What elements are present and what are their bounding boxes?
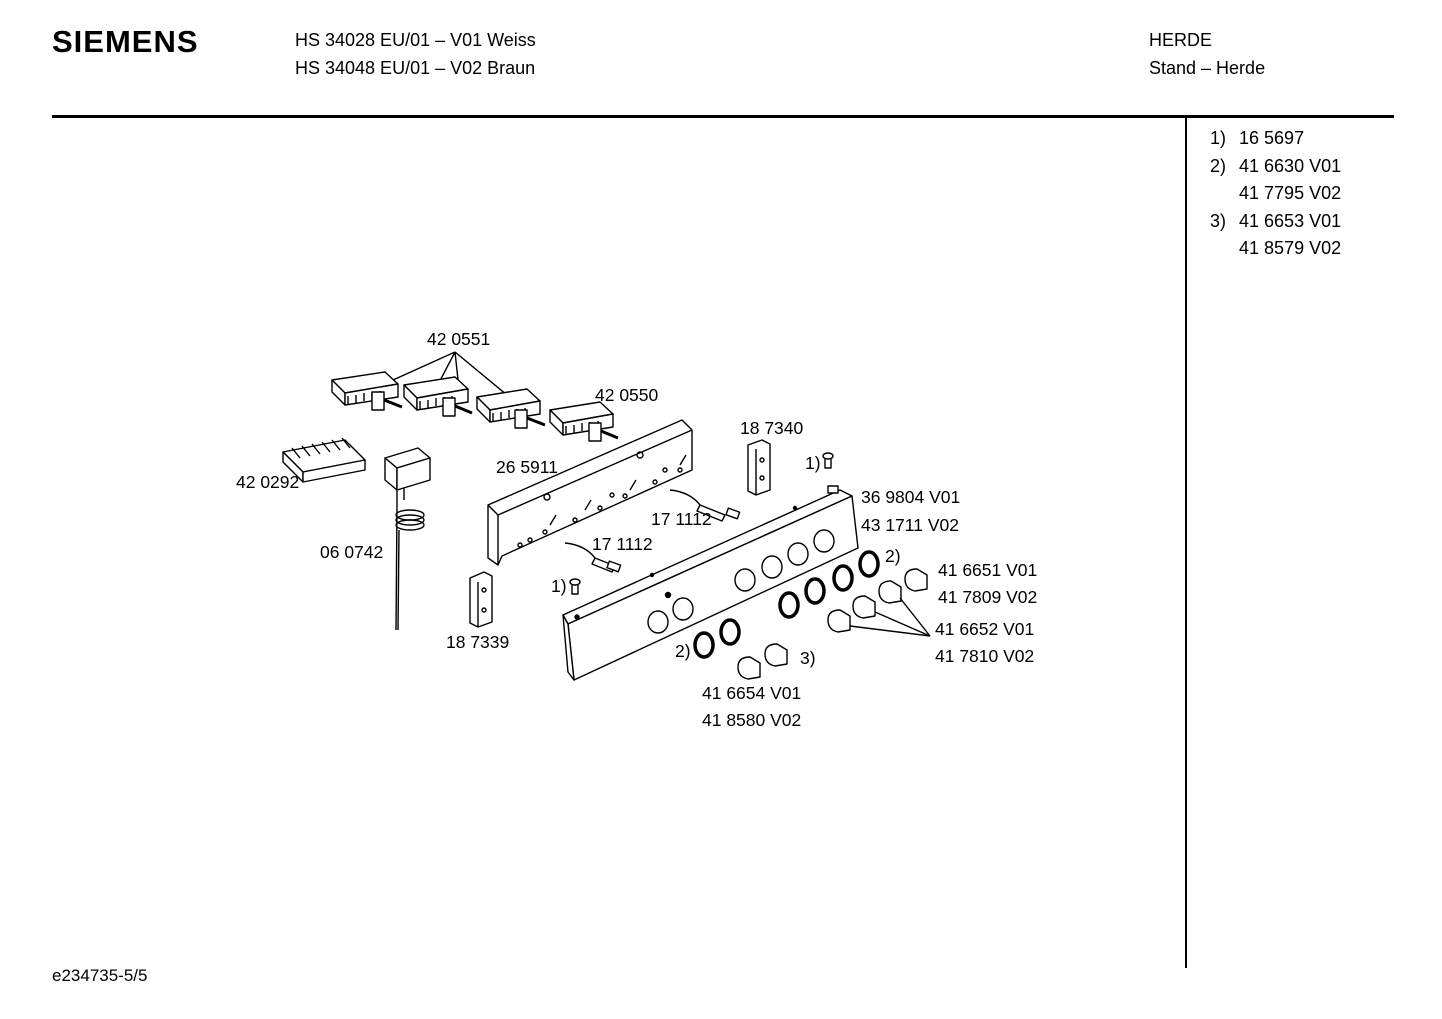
note-part: 41 6653 V01 — [1239, 210, 1342, 231]
part-label: 17 1112 — [592, 534, 653, 554]
part-label: 42 0550 — [595, 385, 659, 405]
screw-icon — [822, 452, 834, 469]
note-item: 41 7795 V02 — [1210, 180, 1341, 208]
model-line: HS 34048 EU/01 – V02 Braun — [295, 58, 536, 78]
selector-switch — [403, 376, 473, 417]
note-num: 1) — [1210, 128, 1227, 148]
footnote-ref: 3) — [800, 648, 816, 668]
note-item: 2) 41 6630 V01 — [1210, 153, 1341, 181]
selector-switch — [549, 401, 619, 442]
part-label: 42 0292 — [236, 472, 300, 492]
indicator-lamp — [564, 542, 622, 573]
category-block: HERDE Stand – Herde — [1149, 26, 1265, 82]
footnote-ref: 2) — [885, 546, 901, 566]
terminal-block — [282, 437, 366, 483]
footnote-ref: 2) — [675, 641, 691, 661]
note-num: 2) — [1210, 155, 1227, 176]
leader-lines-416652 — [849, 597, 931, 637]
notes-divider — [1185, 118, 1187, 968]
thermostat — [384, 447, 431, 631]
footnote-ref: 1) — [805, 453, 821, 473]
part-label: 18 7339 — [446, 632, 510, 652]
knob-ring — [693, 550, 880, 659]
screw-icon — [569, 578, 581, 595]
model-list: HS 34028 EU/01 – V01 Weiss HS 34048 EU/0… — [295, 26, 536, 82]
note-part: 41 6630 V01 — [1239, 155, 1342, 176]
note-item: 3) 41 6653 V01 — [1210, 208, 1341, 236]
note-item: 1) 16 5697 — [1210, 125, 1341, 153]
part-label: 41 6654 V01 — [702, 683, 802, 703]
part-label: 41 7809 V02 — [938, 587, 1038, 607]
part-label: 41 6651 V01 — [938, 560, 1038, 580]
note-part: 41 8579 V02 — [1239, 238, 1342, 258]
part-label: 17 1112 — [651, 509, 712, 529]
part-label: 26 5911 — [496, 457, 558, 477]
control-panel-fascia — [562, 485, 859, 681]
part-label: 41 8580 V02 — [702, 710, 802, 730]
indicator-lamp — [669, 489, 741, 522]
part-label: 36 9804 V01 — [861, 487, 961, 507]
part-label: 06 0742 — [320, 542, 384, 562]
note-part: 16 5697 — [1239, 128, 1305, 148]
header-divider — [52, 115, 1394, 118]
control-knob — [737, 643, 788, 680]
selector-switch — [476, 388, 546, 429]
model-line: HS 34028 EU/01 – V01 Weiss — [295, 30, 536, 50]
bracket-right — [747, 439, 771, 496]
document-id: e234735-5/5 — [52, 966, 148, 985]
notes-panel: 1) 16 5697 2) 41 6630 V01 41 7795 V02 3)… — [1210, 125, 1341, 263]
part-label: 18 7340 — [740, 418, 804, 438]
bracket-left — [469, 571, 493, 628]
subcategory: Stand – Herde — [1149, 58, 1266, 78]
part-label: 41 7810 V02 — [935, 646, 1035, 666]
note-num: 3) — [1210, 210, 1227, 231]
note-item: 41 8579 V02 — [1210, 235, 1341, 263]
note-part: 41 7795 V02 — [1239, 183, 1342, 203]
part-label: 42 0551 — [427, 329, 491, 349]
part-label: 43 1711 V02 — [861, 515, 959, 535]
switch-mounting-panel — [487, 419, 693, 566]
category: HERDE — [1149, 30, 1213, 50]
selector-switch — [331, 371, 403, 411]
brand-logo: SIEMENS — [52, 24, 199, 59]
footnote-ref: 1) — [551, 576, 567, 596]
part-label: 41 6652 V01 — [935, 619, 1035, 639]
control-knob — [827, 568, 928, 633]
